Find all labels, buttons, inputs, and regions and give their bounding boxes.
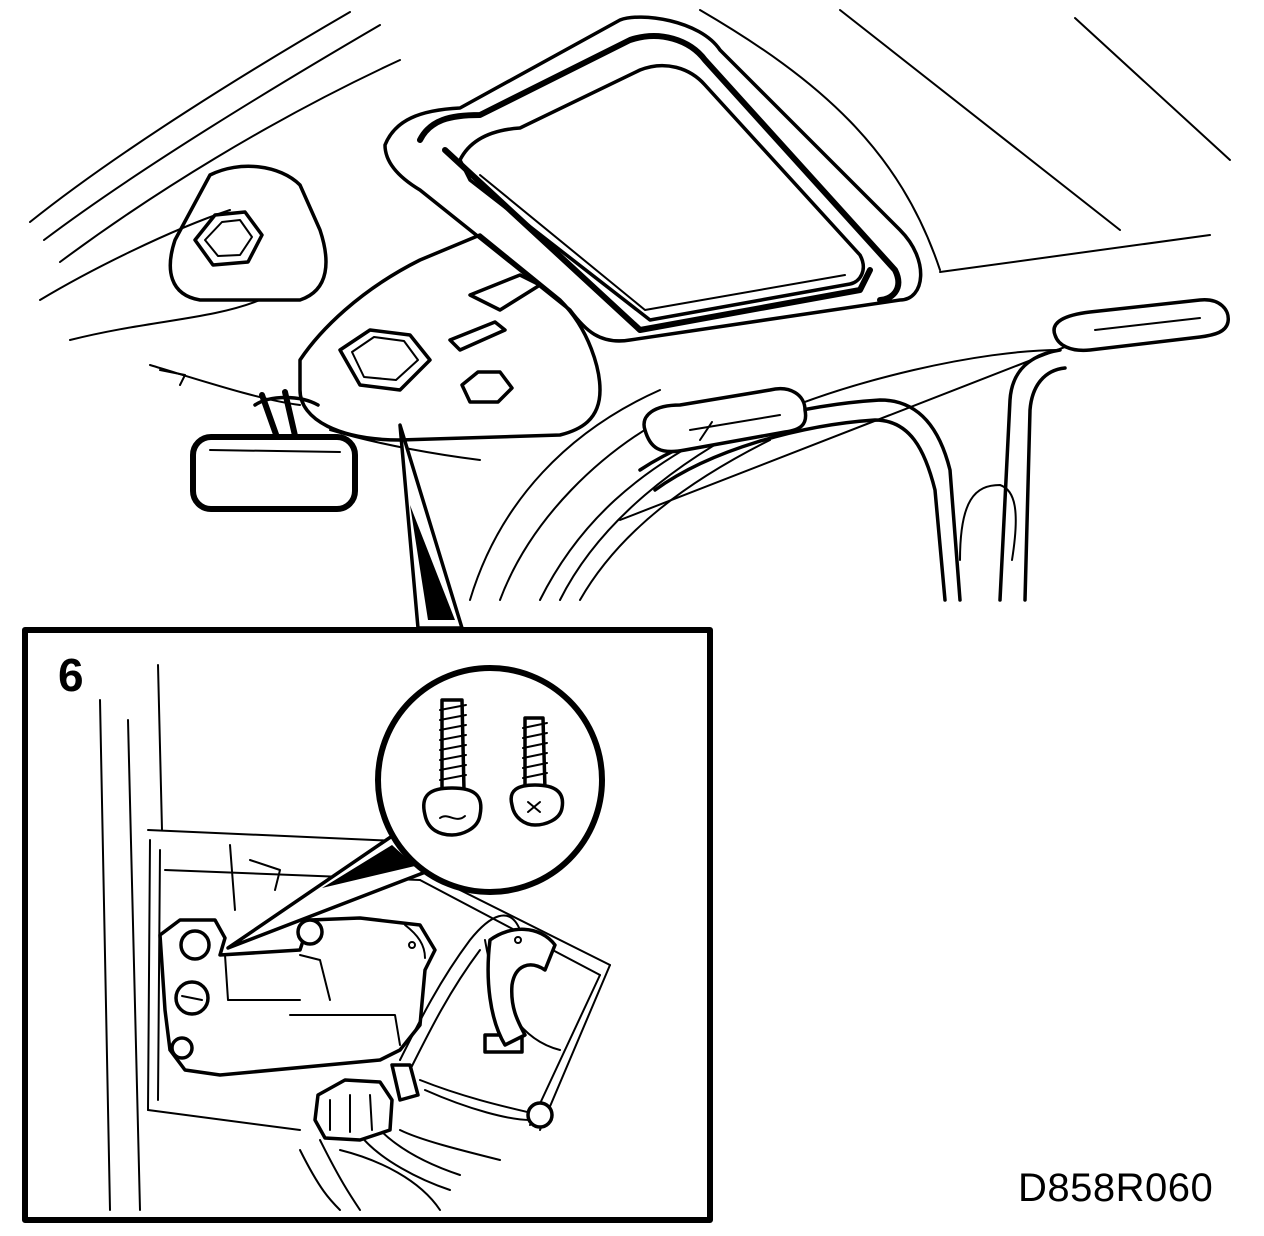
screw-icon (422, 698, 483, 837)
overhead-console (149, 164, 602, 461)
rear-view-mirror (190, 389, 358, 512)
figure-code: D858R060 (1018, 1166, 1214, 1210)
roof-interior-view (29, 9, 1231, 630)
wiring-connector (313, 1033, 524, 1142)
step-number: 6 (58, 649, 84, 701)
inset-background-lines (99, 664, 611, 1211)
grab-handle-front (642, 387, 808, 454)
sunroof-motor (158, 916, 437, 1077)
detail-inset (22, 627, 713, 1223)
grab-handle-rear (1052, 298, 1230, 353)
screw-icon (509, 716, 565, 827)
door-frame (638, 348, 1067, 602)
screw-callout-pointer-tip (322, 845, 415, 888)
mounting-bracket (486, 927, 557, 1047)
callout-pointer-tip (410, 505, 455, 620)
sunroof-opening (383, 15, 923, 343)
screws-magnifier (375, 665, 605, 895)
